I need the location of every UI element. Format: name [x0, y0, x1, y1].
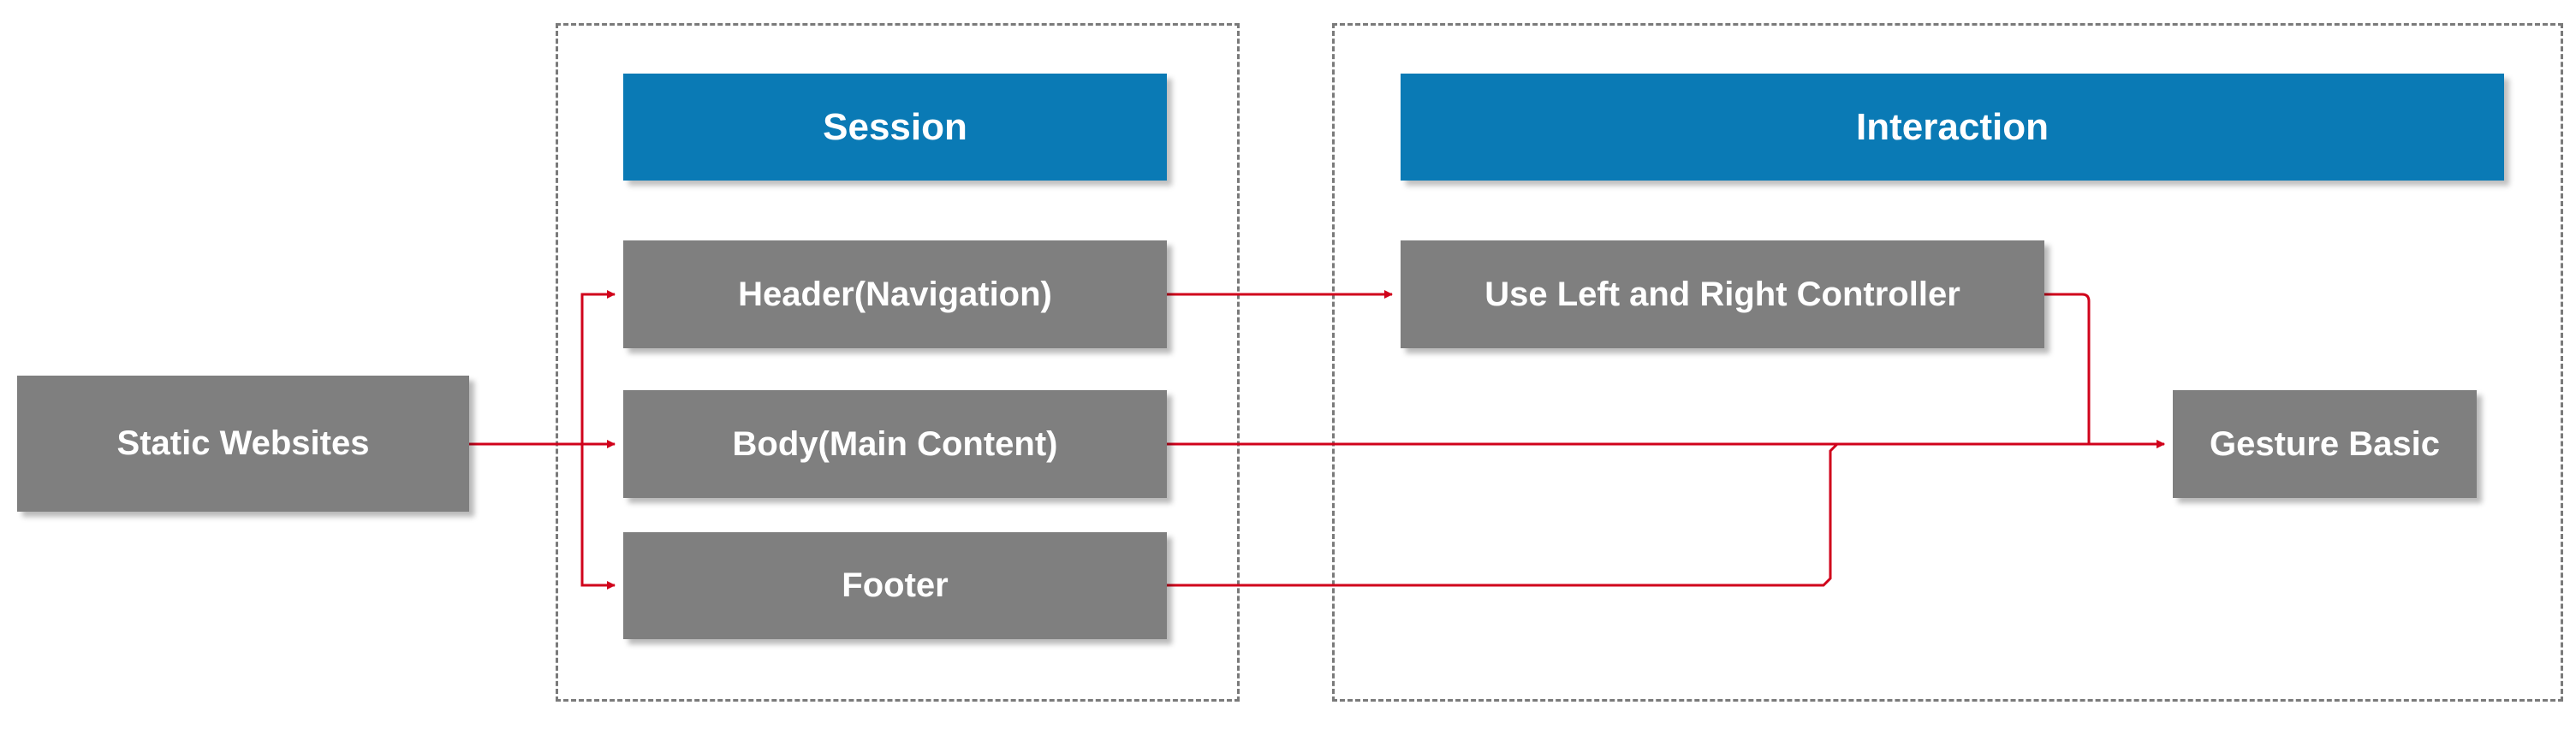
interaction-header: Interaction [1401, 74, 2504, 181]
node-header-navigation-label: Header(Navigation) [738, 275, 1052, 313]
node-use-left-right-controller-label: Use Left and Right Controller [1484, 275, 1960, 313]
node-gesture-basic-label: Gesture Basic [2209, 424, 2441, 463]
node-footer: Footer [623, 532, 1167, 639]
node-body-main-content: Body(Main Content) [623, 390, 1167, 498]
node-static-websites-label: Static Websites [116, 424, 370, 462]
node-body-main-content-label: Body(Main Content) [732, 424, 1058, 463]
interaction-group-frame [1332, 23, 2563, 702]
session-group-frame [556, 23, 1240, 702]
node-footer-label: Footer [842, 566, 949, 604]
node-static-websites: Static Websites [17, 376, 469, 512]
interaction-header-label: Interaction [1856, 105, 2049, 148]
session-header: Session [623, 74, 1167, 181]
node-gesture-basic: Gesture Basic [2173, 390, 2477, 498]
node-use-left-right-controller: Use Left and Right Controller [1401, 240, 2044, 348]
node-header-navigation: Header(Navigation) [623, 240, 1167, 348]
session-header-label: Session [823, 105, 967, 148]
